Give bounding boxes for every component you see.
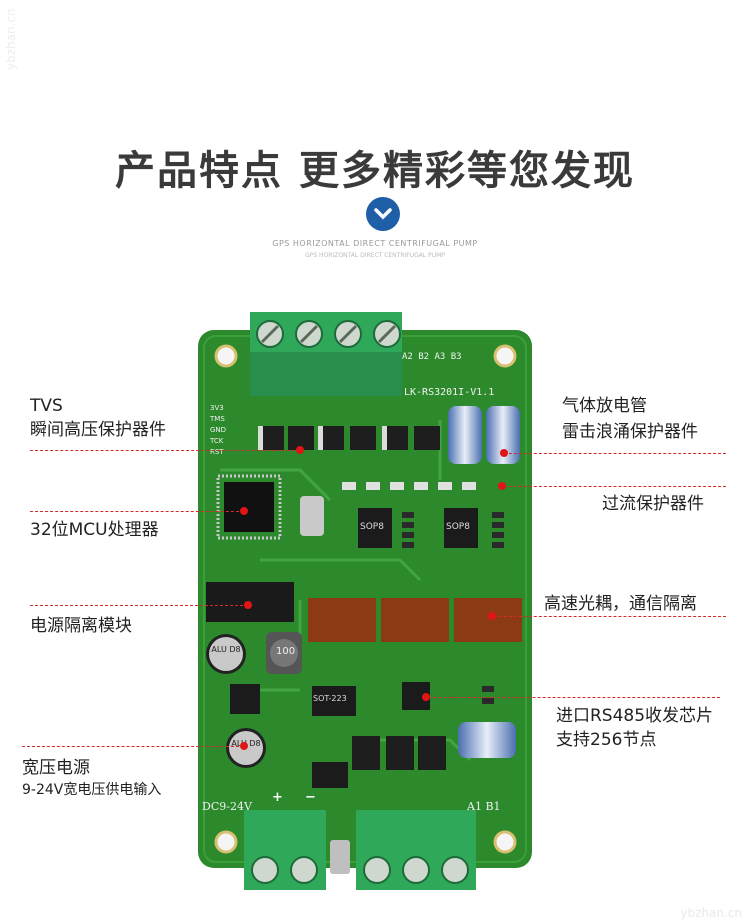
callout-dot-optocoupler [488, 612, 496, 620]
callout-line-overcurrent [504, 486, 726, 487]
callout-overcurrent: 过流保护器件 [602, 494, 704, 514]
callout-dot-rs485 [422, 693, 430, 701]
subtitle-line-1: GPS HORIZONTAL DIRECT CENTRIFUGAL PUMP [272, 239, 478, 248]
callout-dot-gas-tube [500, 449, 508, 457]
callout-rs485-title: 进口RS485收发芯片 [556, 706, 714, 726]
plus-marking: + [272, 790, 283, 805]
callout-tvs-title: TVS [30, 396, 63, 416]
inductor-label: 100 [276, 646, 296, 657]
terminal-labels-top: A2 B2 A3 B3 [402, 352, 462, 362]
callout-line-optocoupler [494, 616, 726, 617]
callout-gas-tube-title: 气体放电管 [562, 396, 647, 416]
callout-line-power-isolation [30, 605, 248, 606]
callout-gas-tube-desc: 雷击浪涌保护器件 [562, 422, 698, 442]
terminal-labels-bottom: A1 B1 [467, 800, 501, 813]
chip-label-sop8-1: SOP8 [360, 522, 384, 532]
watermark-top-left: ybzhan.cn [4, 8, 18, 70]
callout-line-tvs [30, 450, 300, 451]
minus-marking: − [305, 790, 316, 805]
power-input-label: DC9-24V [202, 800, 252, 813]
callout-rs485-desc: 支持256节点 [556, 730, 657, 750]
callout-dot-power-isolation [244, 601, 252, 609]
callout-line-rs485 [428, 697, 720, 698]
callout-dot-tvs [296, 446, 304, 454]
callout-dot-mcu [240, 507, 248, 515]
callout-dot-wide-voltage [240, 742, 248, 750]
chevron-down-icon [366, 197, 400, 231]
callout-mcu: 32位MCU处理器 [30, 520, 159, 540]
capacitor-label-1: ALU D8 [211, 645, 241, 654]
chip-label-sot223: SOT-223 [313, 694, 347, 703]
callout-dot-overcurrent [498, 482, 506, 490]
callout-power-isolation: 电源隔离模块 [30, 616, 132, 636]
callout-wide-voltage-desc: 9-24V宽电压供电输入 [22, 782, 162, 798]
board-model-label: LK-RS3201I-V1.1 [404, 387, 495, 398]
callout-tvs-desc: 瞬间高压保护器件 [30, 420, 166, 440]
callout-line-wide-voltage [22, 746, 244, 747]
callout-line-mcu [30, 511, 244, 512]
callout-optocoupler: 高速光耦，通信隔离 [544, 594, 697, 614]
watermark-bottom: ybzhan.cn [680, 906, 742, 920]
page-title: 产品特点 更多精彩等您发现 [115, 148, 635, 194]
chip-label-sop8-2: SOP8 [446, 522, 470, 532]
callout-wide-voltage-title: 宽压电源 [22, 758, 90, 778]
subtitle-line-2: GPS HORIZONTAL DIRECT CENTRIFUGAL PUMP [305, 252, 445, 259]
callout-line-gas-tube [504, 453, 726, 454]
